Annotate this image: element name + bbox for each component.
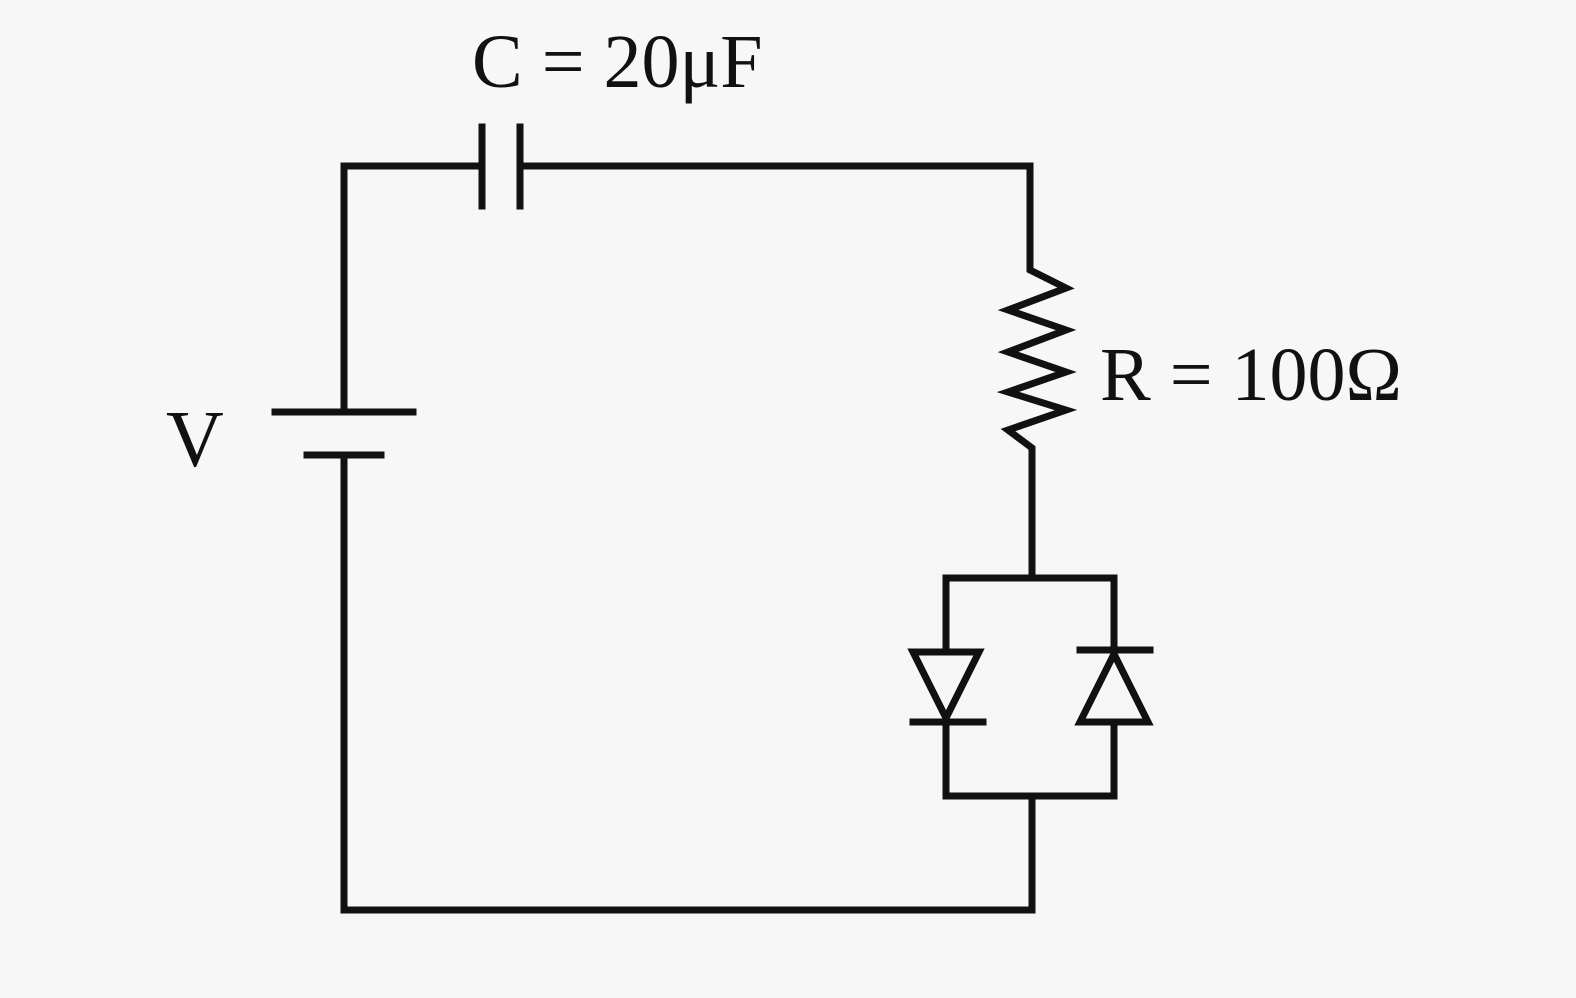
resistor-symbol xyxy=(996,262,1078,456)
capacitor-label: C = 20μF xyxy=(472,20,763,104)
capacitor-symbol xyxy=(478,123,524,210)
battery-symbol xyxy=(271,408,417,459)
resistor-label: R = 100Ω xyxy=(1100,333,1402,417)
diode-down-symbol xyxy=(907,648,987,726)
diode-pair-frame-bottom xyxy=(942,718,1118,800)
diode-pair-frame-top xyxy=(942,574,1118,654)
wire-left-top xyxy=(340,162,486,414)
voltage-source-label: V xyxy=(166,396,224,484)
wire-top-right xyxy=(516,162,1034,270)
wire-left-bottom xyxy=(340,452,1036,914)
diode-up-triangle xyxy=(1074,646,1154,726)
diode-down-triangle xyxy=(907,648,985,726)
diode-up-symbol xyxy=(1074,646,1154,726)
